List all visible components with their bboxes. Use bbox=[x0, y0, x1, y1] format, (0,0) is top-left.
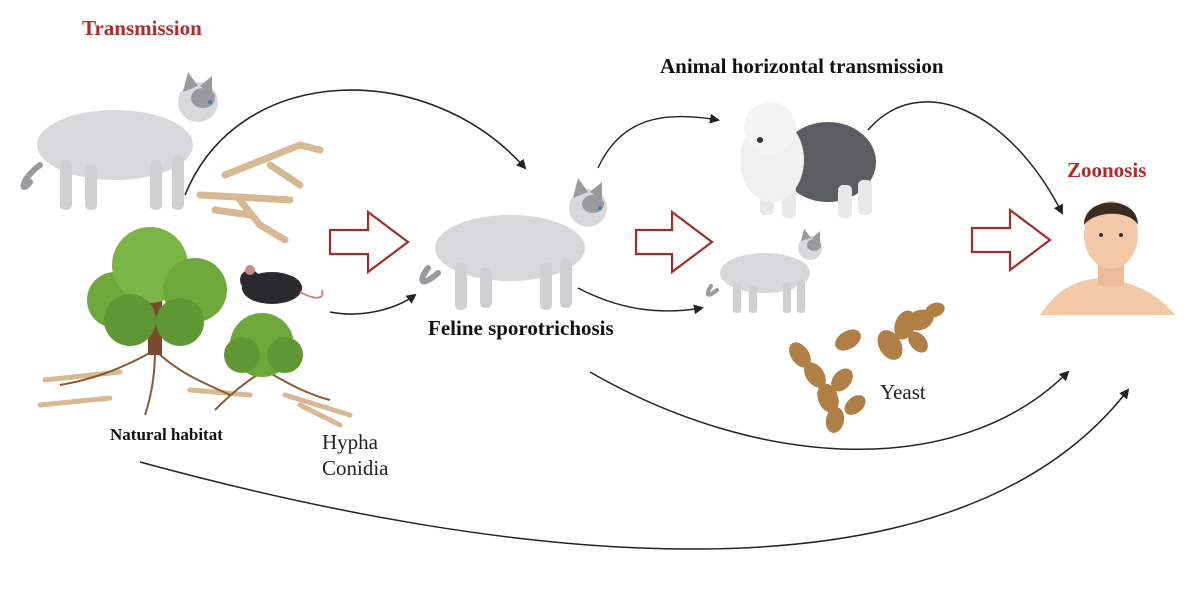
arrow-mouse-to-feline bbox=[329, 293, 417, 315]
big-arrow-2 bbox=[634, 209, 714, 275]
label-zoonosis: Zoonosis bbox=[1067, 158, 1147, 182]
label-yeast: Yeast bbox=[880, 380, 926, 404]
cat-icon bbox=[705, 229, 822, 313]
label-feline: Feline sporotrichosis bbox=[428, 316, 614, 340]
arrow-feline-to-cat bbox=[577, 287, 704, 315]
arrow-feline-to-human bbox=[589, 370, 1070, 450]
label-conidia: Conidia bbox=[322, 456, 389, 480]
big-arrow-3 bbox=[970, 207, 1052, 273]
arrow-habitat-to-human bbox=[139, 388, 1130, 550]
cat-icon bbox=[20, 72, 218, 210]
human-icon bbox=[1040, 201, 1175, 315]
label-animal-horizontal: Animal horizontal transmission bbox=[660, 54, 944, 78]
tree-icon bbox=[37, 227, 353, 428]
label-transmission: Transmission bbox=[82, 16, 202, 40]
hypha-icon bbox=[196, 141, 324, 244]
arrow-dog-to-human bbox=[867, 101, 1063, 215]
yeast-icon bbox=[789, 302, 945, 433]
arrow-feline-to-dog bbox=[597, 113, 720, 169]
arrow-habitat-to-feline bbox=[184, 89, 527, 196]
dog-icon bbox=[740, 102, 876, 218]
label-hypha: Hypha bbox=[322, 430, 378, 454]
label-natural-habitat: Natural habitat bbox=[110, 425, 223, 444]
big-arrow-1 bbox=[328, 209, 410, 275]
cat-icon bbox=[419, 178, 607, 310]
mouse-icon bbox=[240, 265, 324, 304]
